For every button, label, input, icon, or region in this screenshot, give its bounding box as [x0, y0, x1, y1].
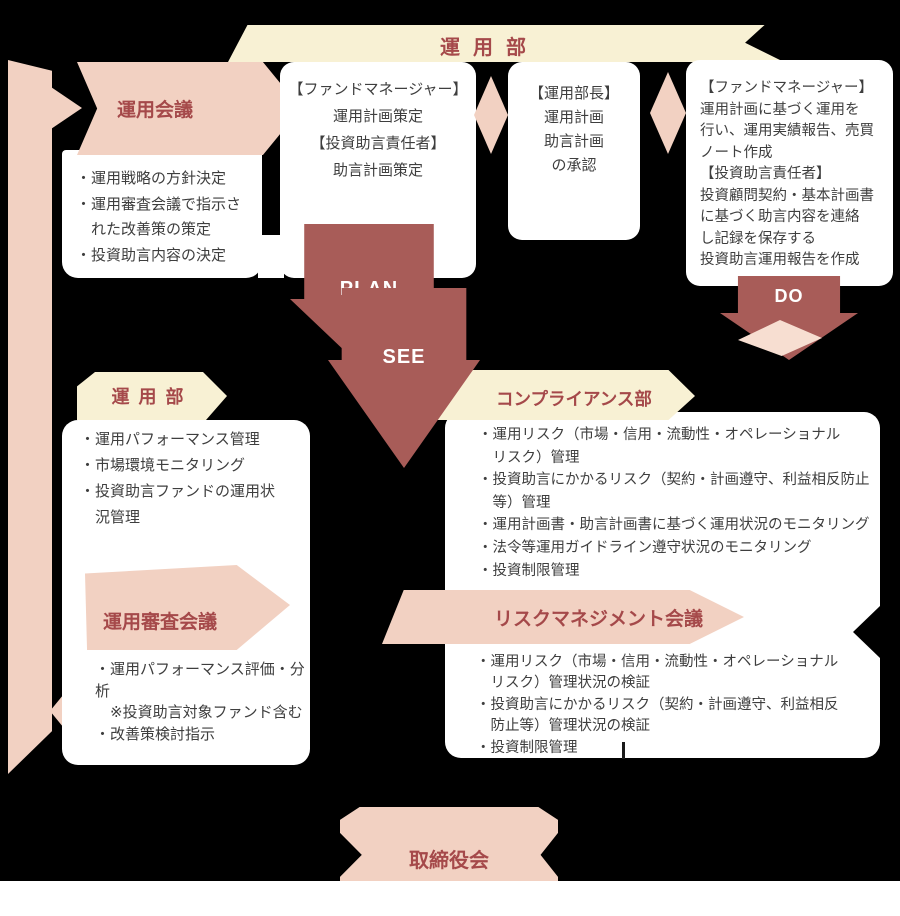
compliance-risk-box [445, 412, 880, 758]
board-of-directors-title: 取締役会 [409, 849, 489, 872]
approval-text: 【運用部長】 運用計画 助言計画 の承認 [528, 85, 619, 174]
operation-meeting-box [62, 150, 262, 278]
operations-monitoring-bullets: ・運用パフォーマンス管理 ・市場環境モニタリング ・投資助言ファンドの運用状 況… [80, 431, 276, 526]
compliance-dept-band: コンプライアンス部 [430, 370, 695, 420]
operations-dept-tab: 運用部 [77, 372, 227, 420]
flow-diamond-icon [650, 72, 686, 154]
operations-dept-tab-label: 運用部 [111, 387, 193, 407]
review-meeting-bullets: ・運用パフォーマンス評価・分析 ※投資助言対象ファンド含む ・改善策検討指示 [95, 661, 305, 743]
flow-diamond-icon [474, 76, 508, 154]
operation-meeting-header: 運用会議 [77, 62, 301, 155]
connector-line [622, 742, 625, 759]
plan-tasks-text: 【ファンドマネージャー】 運用計画策定 【投資助言責任者】 助言計画策定 [288, 81, 468, 179]
operation-meeting-title: 運用会議 [117, 100, 194, 121]
risk-meeting-header: リスクマネジメント会議 [382, 590, 744, 644]
compliance-dept-title: コンプライアンス部 [496, 389, 652, 409]
risk-meeting-title: リスクマネジメント会議 [494, 609, 704, 630]
operation-meeting-bullets: ・運用戦略の方針決定 ・運用審査会議で指示さ れた改善策の策定 ・投資助言内容の… [76, 170, 242, 264]
bottom-white-band [0, 881, 900, 916]
feedback-arrow-icon [48, 85, 82, 131]
do-tasks-text: 【ファンドマネージャー】 運用計画に基づく運用を 行い、運用実績報告、売買 ノー… [700, 80, 874, 268]
review-meeting-title: 運用審査会議 [103, 612, 218, 633]
do-tasks-box [686, 60, 893, 286]
board-of-directors-box: 取締役会 [340, 807, 558, 883]
risk-meeting-bullets: ・運用リスク（市場・信用・流動性・オペレーショナル リスク）管理状況の検証 ・投… [476, 654, 839, 756]
operations-dept-band [228, 25, 784, 62]
operations-dept-label: 運用部 [440, 37, 539, 59]
box-join [258, 235, 284, 278]
compliance-bullets: ・運用リスク（市場・信用・流動性・オペレーショナル リスク）管理 ・投資助言にか… [478, 427, 870, 579]
approval-box [508, 62, 640, 240]
feedback-ribbon [8, 60, 52, 774]
do-label: DO [774, 286, 804, 307]
see-label: SEE [382, 345, 426, 368]
